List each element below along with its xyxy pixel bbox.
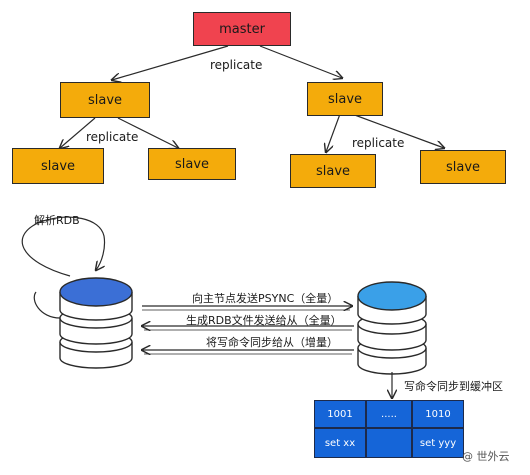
replicate-label-right: replicate — [352, 136, 405, 150]
replicate-label-top: replicate — [210, 58, 263, 72]
arrow-master-right — [259, 45, 342, 78]
buffer-caption: 写命令同步到缓冲区 — [404, 380, 503, 393]
watermark: @ 世外云 — [462, 450, 510, 463]
arrow-left-slave-a — [60, 117, 96, 148]
buffer-cell-r1c1: 1001 — [314, 400, 366, 428]
rdb-message: 生成RDB文件发送给从（全量） — [186, 314, 342, 327]
buffer-cell-r1c3: 1010 — [412, 400, 464, 428]
arrow-left-slave-b — [117, 117, 178, 148]
buffer-cell-r1c2: ..... — [366, 400, 412, 428]
left-database — [59, 277, 133, 369]
replicate-label-left: replicate — [86, 130, 139, 144]
master-node: master — [193, 12, 291, 46]
right-database — [357, 281, 427, 375]
arrow-right-slave-a — [326, 113, 341, 152]
slave-node-ll: slave — [12, 148, 104, 184]
slave-node-right: slave — [307, 82, 383, 116]
slave-node-lr: slave — [148, 148, 236, 180]
psync-message: 向主节点发送PSYNC（全量） — [192, 292, 339, 305]
arrow-master-left — [112, 45, 229, 80]
slave-node-left: slave — [60, 82, 150, 118]
buffer-cell-r2c3: set yyy — [412, 428, 464, 458]
cmd-message: 将写命令同步给从（增量） — [206, 336, 338, 349]
parse-rdb-label: 解析RDB — [34, 214, 80, 227]
slave-node-rl: slave — [290, 154, 376, 188]
buffer-cell-r2c2 — [366, 428, 412, 458]
arrow-right-slave-b — [351, 113, 444, 148]
slave-node-rr: slave — [420, 150, 506, 184]
parse-rdb-loop — [21, 216, 106, 277]
buffer-cell-r2c1: set xx — [314, 428, 366, 458]
